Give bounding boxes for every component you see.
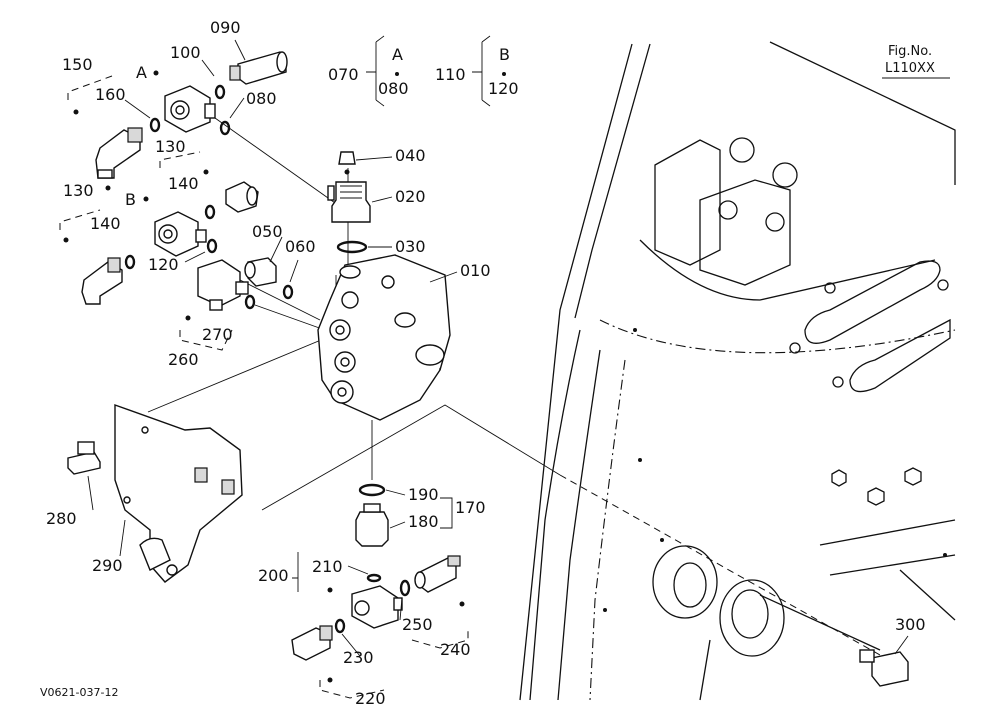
o-ring-100 [214,84,226,100]
o-ring-120-lower [206,238,218,254]
label-080: 080 [246,89,277,108]
label-270: 270 [202,325,233,344]
group-b-letter: B [499,45,510,64]
label-brackets [59,35,950,699]
label-070: 070 [328,65,359,84]
group-a-letter: A [392,45,403,64]
bolt-280 [67,441,101,475]
o-ring-160 [149,117,161,133]
o-ring-060 [282,284,294,300]
elbow-150 [95,127,143,179]
label-110: 110 [435,65,466,84]
o-ring-250 [399,579,411,597]
label-230: 230 [343,648,374,667]
label-140-lower: 140 [90,214,121,233]
elbow-140-lower [81,257,123,305]
label-060: 060 [285,237,316,256]
label-120-set: 120 [488,79,519,98]
letter-b: B [125,190,136,209]
o-ring-030 [336,240,368,254]
label-210: 210 [312,557,343,576]
tee-200 [351,585,403,629]
o-ring-080 [219,120,231,136]
fig-no-value: L110XX [885,61,935,76]
label-150: 150 [62,55,93,74]
bolt-300 [859,649,909,687]
o-ring-130 [124,254,136,270]
label-080-set: 080 [378,79,409,98]
letter-a: A [136,63,147,82]
nipple-050 [244,257,277,287]
label-170: 170 [455,498,486,517]
elbow-090 [229,51,288,85]
label-130-lower: 130 [63,181,94,200]
chassis-frame [519,41,956,701]
label-240: 240 [440,640,471,659]
relief-valve-020 [327,181,371,223]
label-130-upper: 130 [155,137,186,156]
tee-260 [197,259,249,311]
leader-lines [147,117,881,656]
label-300: 300 [895,615,926,634]
label-040: 040 [395,146,426,165]
elbow-140-upper [225,181,259,213]
o-ring-230 [334,618,346,634]
label-260: 260 [168,350,199,369]
label-200: 200 [258,566,289,585]
elbow-220 [291,625,333,661]
label-050: 050 [252,222,283,241]
label-180: 180 [408,512,439,531]
figure-code: V0621-037-12 [40,686,118,699]
o-ring-270 [244,294,256,310]
o-ring-210 [366,573,382,583]
label-290: 290 [92,556,123,575]
label-090: 090 [210,18,241,37]
bracket-290 [114,404,243,583]
label-280: 280 [46,509,77,528]
cap-040 [338,151,356,175]
reference-dots [63,109,465,683]
label-120: 120 [148,255,179,274]
label-020: 020 [395,187,426,206]
label-220: 220 [355,689,386,708]
label-140-upper: 140 [168,174,199,193]
o-ring-190 [358,483,386,497]
adapter-a [164,85,216,133]
o-ring-120 [204,204,216,220]
adapter-b [154,211,207,257]
label-010: 010 [460,261,491,280]
label-100: 100 [170,43,201,62]
connector-240 [414,555,461,593]
label-160: 160 [95,85,126,104]
fig-no-label: Fig.No. [888,44,932,59]
label-030: 030 [395,237,426,256]
label-190: 190 [408,485,439,504]
nipple-180 [355,503,389,547]
callout-labels: 090 100 150 A 160 080 130 140 130 B 140 … [40,18,935,708]
control-valve-010 [317,254,451,421]
label-250: 250 [402,615,433,634]
